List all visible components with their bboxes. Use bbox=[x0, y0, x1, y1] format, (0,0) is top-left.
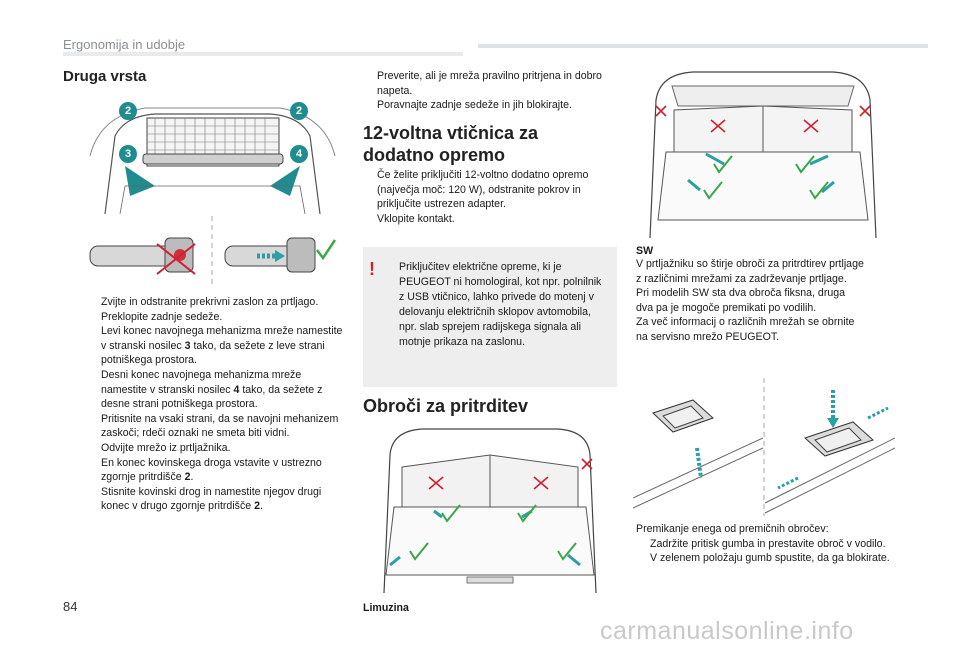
warning-text: Priključitev električne opreme, ki je PE… bbox=[399, 261, 602, 348]
movable-ring-illustration bbox=[632, 378, 896, 516]
warning-icon: ! bbox=[369, 259, 375, 279]
header-rule-left bbox=[63, 52, 463, 56]
watermark: carmanualsonline.info bbox=[600, 617, 854, 645]
list-item: Poravnajte zadnje sedeže in jih blokiraj… bbox=[377, 99, 572, 112]
list-item: Stisnite kovinski drog in namestite njeg… bbox=[101, 485, 322, 513]
callout-4: 4 bbox=[290, 145, 308, 163]
page-number: 84 bbox=[63, 599, 78, 614]
section-heading-druga-vrsta: Druga vrsta bbox=[63, 68, 147, 85]
roller-lock-illustration bbox=[85, 216, 340, 288]
list-item: Zadržite pritisk gumba in prestavite obr… bbox=[650, 537, 886, 550]
callout-2-left: 2 bbox=[119, 102, 137, 120]
callout-3: 3 bbox=[119, 145, 137, 163]
list-item: En konec kovinskega droga vstavite v ust… bbox=[101, 456, 322, 484]
list-item: Desni konec navojnega mehanizma mreže na… bbox=[101, 368, 323, 411]
net-check-list: Preverite, ali je mreža pravilno pritrje… bbox=[363, 69, 621, 113]
list-item: Vklopite kontakt. bbox=[377, 212, 455, 225]
list-item: Odvijte mrežo iz prtljažnika. bbox=[101, 441, 231, 454]
section-heading-tie-down-rings: Obroči za pritrditev bbox=[363, 396, 529, 416]
callout-2-right: 2 bbox=[290, 102, 308, 120]
sedan-boot-illustration bbox=[372, 425, 608, 595]
list-item: V zelenem položaju gumb spustite, da ga … bbox=[650, 552, 890, 565]
list-item: Če želite priključiti 12-voltno dodatno … bbox=[377, 169, 589, 211]
move-ring-instructions: Premikanje enega od premičnih obročev: Z… bbox=[636, 522, 898, 566]
header-rule-right bbox=[478, 44, 928, 48]
list-item: Zvijte in odstranite prekrivni zaslon za… bbox=[101, 296, 319, 308]
sw-description: V prtljažniku so štirje obroči za pritrd… bbox=[636, 258, 864, 343]
list-item: Preklopite zadnje sedeže. bbox=[101, 310, 223, 323]
warning-box: ! Priključitev električne opreme, ki je … bbox=[363, 247, 617, 387]
socket-instructions-list: Če želite priključiti 12-voltno dodatno … bbox=[363, 168, 621, 226]
sw-boot-illustration bbox=[638, 70, 888, 240]
figure-label-sedan: Limuzina bbox=[363, 602, 409, 614]
list-item: Levi konec navojnega mehanizma mreže nam… bbox=[101, 325, 343, 367]
figure-label-sw: SW bbox=[636, 245, 654, 257]
list-item: Preverite, ali je mreža pravilno pritrje… bbox=[377, 70, 602, 97]
left-instructions-list: Zvijte in odstranite prekrivni zaslon za… bbox=[87, 295, 347, 514]
net-installation-illustration: 2 2 3 4 bbox=[85, 96, 340, 215]
list-item: Pritisnite na vsaki strani, da se navojn… bbox=[101, 412, 339, 440]
running-header: Ergonomija in udobje bbox=[63, 37, 186, 52]
